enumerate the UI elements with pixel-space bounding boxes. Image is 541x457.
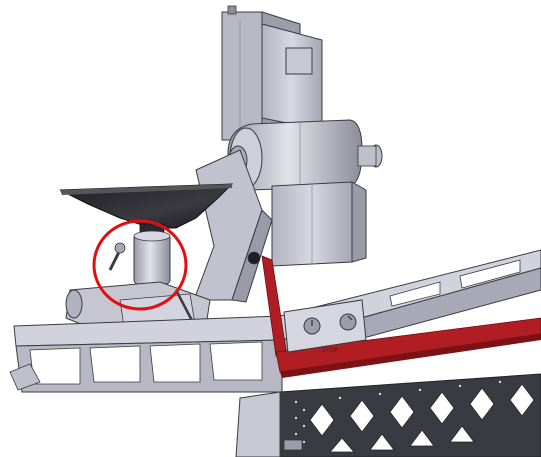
tower-cap xyxy=(227,5,237,15)
headstock-tower xyxy=(221,5,323,151)
headstock-column xyxy=(271,181,367,267)
bed-foot-left xyxy=(9,363,41,391)
highlight-circle-icon xyxy=(92,219,188,311)
tool-rest xyxy=(59,183,234,235)
bed-slots xyxy=(29,259,521,385)
red-frame xyxy=(261,255,541,378)
control-panel: STOP xyxy=(283,299,367,354)
stop-label: STOP xyxy=(322,347,338,354)
motor-cover-window xyxy=(285,47,313,75)
perforated-panel xyxy=(235,373,541,457)
lever-handle-icon xyxy=(108,249,122,271)
perforation-dots xyxy=(294,380,502,444)
locking-knob-icon xyxy=(247,251,261,265)
panel-latch xyxy=(283,439,303,451)
diamond-cutouts xyxy=(309,383,535,453)
tool-rest-post xyxy=(108,230,171,285)
speed-knob-icon[interactable] xyxy=(339,313,357,331)
lathe-bed xyxy=(9,249,541,393)
